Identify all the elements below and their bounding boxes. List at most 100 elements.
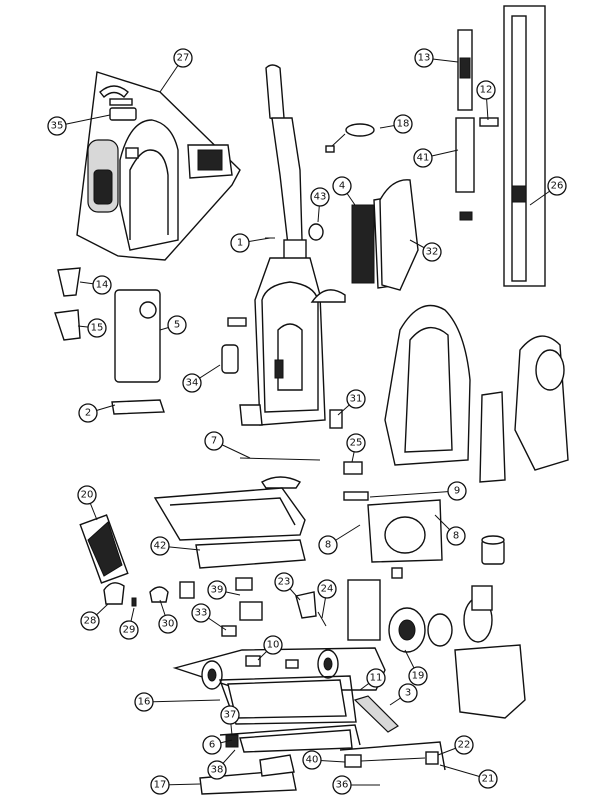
callout-number: 31 [350,394,363,405]
callout-17: 17 [150,775,201,795]
part-9 [343,491,369,501]
callout-number: 29 [123,625,136,636]
callout-circle [366,668,386,688]
callout-circle [119,620,139,640]
callout-circle [447,481,467,501]
callout-number: 12 [480,85,493,96]
callout-number: 22 [458,740,471,751]
callout-layer: 1234567889101112131415161718192021222324… [47,48,567,795]
part-19 [347,579,493,653]
callout-31: 31 [337,389,366,416]
callout-number: 41 [417,153,430,164]
callout-circle [220,705,240,725]
callout-11: 11 [359,668,386,691]
callout-42: 42 [150,536,201,556]
callout-32: 32 [409,239,442,262]
callout-number: 38 [211,765,224,776]
part-32 [379,179,419,291]
callout-number: 19 [412,671,425,682]
callout-circle [478,769,498,789]
part-5 [114,289,161,383]
callout-circle [408,666,428,686]
base-top [153,487,306,541]
callout-number: 13 [418,53,431,64]
part-clip [260,476,302,489]
callout-9: 9 [369,481,467,501]
callout-circle [414,48,434,68]
tank-assembly [384,304,569,483]
callout-number: 7 [211,436,217,447]
callout-circle [413,148,433,168]
part-18 [325,123,375,153]
part-16 [219,675,357,725]
callout-43: 43 [310,187,330,223]
callout-number: 21 [482,774,495,785]
part-27-group [76,71,241,261]
callout-circle [78,403,98,423]
part-21-22-cord [360,757,426,762]
part-23 [295,591,317,619]
callout-5: 5 [159,315,187,335]
callout-number: 18 [397,119,410,130]
callout-circle [476,80,496,100]
callout-number: 3 [405,688,411,699]
callout-14: 14 [79,275,112,295]
callout-circle [77,485,97,505]
callout-circle [310,187,330,207]
part-25 [343,461,363,475]
callout-41: 41 [413,148,459,168]
part-38 [239,729,353,753]
callout-number: 25 [350,438,363,449]
callout-19: 19 [404,649,428,686]
callout-leader [369,490,458,498]
part-14 [57,267,81,297]
part-bracket-2 [179,581,195,599]
callout-circle [173,48,193,68]
callout-37: 37 [220,705,240,736]
part-40 [344,754,362,768]
callout-40: 40 [302,750,346,770]
callout-circle [422,242,442,262]
callout-number: 39 [211,585,224,596]
callout-27: 27 [159,48,193,93]
callout-number: 33 [195,608,208,619]
callout-circle [150,775,170,795]
callout-number: 15 [91,323,104,334]
part-13-41 [455,29,475,221]
callout-30: 30 [158,599,178,634]
callout-number: 40 [306,755,319,766]
callout-number: 26 [551,181,564,192]
part-39 [235,577,253,591]
callout-circle [454,735,474,755]
callout-circle [207,580,227,600]
callout-28: 28 [80,603,109,631]
callout-number: 30 [162,619,175,630]
callout-4: 4 [332,176,356,206]
callout-25: 25 [346,433,366,463]
callout-circle [332,176,352,196]
callout-16: 16 [134,692,221,712]
part-43 [308,223,324,241]
callout-35: 35 [47,114,111,136]
callout-circle [346,389,366,409]
part-20 [79,514,129,584]
callout-number: 28 [84,616,97,627]
part-bracket [227,317,247,327]
part-15 [54,309,81,341]
callout-circle [318,535,338,555]
callout-number: 8 [453,531,459,542]
part-7 [239,457,321,461]
callout-8b: 8 [434,514,466,546]
callout-circle [398,683,418,703]
callout-circle [47,116,67,136]
callout-number: 8 [325,540,331,551]
part-26 [503,5,546,287]
part-2 [111,399,165,415]
callout-number: 36 [336,780,349,791]
callout-circle [302,750,322,770]
callout-number: 1 [237,238,243,249]
callout-leader [143,699,221,703]
part-12 [479,117,499,127]
callout-24: 24 [317,579,337,619]
callout-36: 36 [332,775,370,795]
